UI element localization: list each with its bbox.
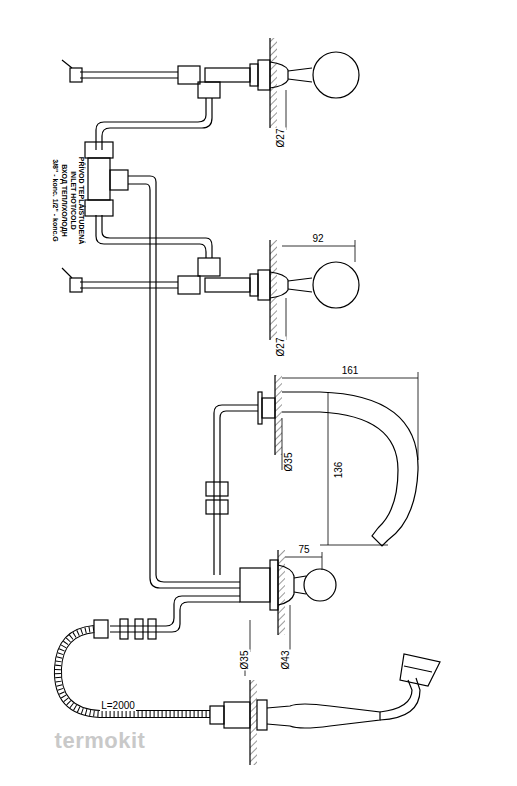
drawing-stroke	[205, 278, 250, 292]
drawing-stroke	[128, 184, 240, 588]
drawing-stroke	[198, 258, 220, 276]
drawing-stroke	[96, 215, 206, 258]
drawing-stroke	[372, 528, 388, 546]
drawing-stroke	[120, 619, 128, 639]
note-text: ВХОД ТЕПЛ/ХОЛОДН	[61, 163, 68, 237]
drawing-stroke	[210, 706, 224, 724]
drawing-stroke	[270, 272, 288, 298]
drawing-stroke	[258, 392, 262, 424]
dimension-text: Ø35	[284, 452, 294, 473]
drawing-stroke	[102, 98, 212, 150]
drawing-stroke	[270, 38, 277, 128]
wall-hatch	[250, 38, 285, 765]
drawing-stroke	[282, 418, 283, 470]
hot-valve	[178, 52, 359, 98]
dimension-text: 136	[334, 461, 344, 480]
drawing-stroke	[250, 64, 258, 86]
drawing-stroke	[262, 398, 275, 418]
drawing-stroke	[286, 298, 287, 340]
dimension-text: 161	[341, 366, 360, 376]
drawing-stroke	[380, 678, 420, 720]
drawing-stroke	[250, 274, 258, 296]
drawing-stroke	[270, 240, 277, 340]
drawing-stroke	[58, 629, 210, 714]
drawing-stroke	[148, 619, 156, 639]
spout	[206, 392, 418, 575]
drawing-stroke	[290, 605, 291, 652]
dimension-text: Ø43	[281, 650, 291, 671]
drawing-stroke	[418, 372, 419, 460]
drawing-stroke	[205, 68, 250, 82]
dimension-text: Ø35	[240, 650, 250, 671]
drawing-stroke	[282, 412, 398, 528]
drawing-stroke	[322, 552, 323, 570]
drawing-stroke	[250, 680, 257, 765]
diverter-valve	[94, 560, 336, 639]
dimension-line	[245, 90, 418, 676]
note-text: PŘÍVOD TEPLÁ/STUDENÁ	[78, 155, 85, 245]
drawing-stroke	[128, 176, 240, 582]
drawing-stroke	[258, 60, 270, 90]
drawing-stroke	[355, 240, 356, 262]
drawing-stroke	[85, 200, 113, 216]
drawing-stroke	[135, 619, 143, 639]
drawing-stroke	[278, 550, 285, 635]
dimension-text: L=2000	[100, 701, 136, 711]
dimension-text: 75	[297, 545, 310, 555]
note-text: 3/8" - konc. 1/2" - konc.G	[52, 158, 59, 243]
drawing-stroke	[250, 620, 251, 652]
drawing-stroke	[400, 654, 440, 686]
drawing-stroke	[70, 278, 82, 292]
inlet-hose	[62, 60, 178, 292]
drawing-stroke	[224, 702, 250, 728]
drawing-stroke	[320, 545, 388, 546]
drawing-stroke	[70, 68, 82, 82]
drawing-stroke	[110, 170, 128, 190]
drawing-stroke	[257, 700, 267, 730]
drawing-stroke	[282, 246, 355, 247]
drawing-stroke	[282, 392, 418, 540]
supply-pipe	[85, 98, 240, 588]
drawing-stroke	[88, 158, 110, 200]
drawing-stroke	[178, 66, 200, 84]
drawing-stroke	[94, 620, 108, 638]
drawing-stroke	[80, 72, 178, 78]
drawing-stroke	[206, 500, 228, 514]
drawing-stroke	[178, 276, 200, 294]
drawing-stroke	[288, 278, 312, 292]
dimension-text: Ø27	[276, 128, 286, 149]
drawing-stroke	[313, 262, 359, 308]
drawing-stroke	[282, 378, 418, 379]
drawing-stroke	[85, 142, 113, 158]
cold-valve	[178, 258, 359, 308]
drawing-stroke	[286, 90, 287, 130]
dimension-text: Ø27	[276, 337, 286, 358]
drawing-stroke	[288, 68, 312, 82]
drawing-stroke	[270, 560, 278, 610]
drawing-stroke	[240, 568, 270, 602]
drawing-stroke	[275, 375, 282, 455]
drawing-stroke	[58, 629, 210, 714]
drawing-stroke	[58, 629, 210, 714]
drawing-stroke	[206, 482, 228, 496]
dimension-text: 92	[311, 234, 324, 244]
drawing-stroke	[313, 52, 359, 98]
watermark: termokit	[54, 730, 147, 752]
drawing-stroke	[258, 270, 270, 300]
drawing-stroke	[270, 62, 288, 88]
drawing-stroke	[102, 215, 212, 258]
shower-hose	[58, 629, 440, 730]
drawing-stroke	[278, 565, 294, 605]
drawing-stroke	[80, 282, 178, 288]
drawing-stroke	[304, 569, 336, 601]
drawing-stroke	[285, 557, 322, 558]
note-text: INLET HOT/COLD	[70, 170, 77, 231]
drawing-stroke	[214, 405, 258, 575]
drawing-stroke	[198, 82, 220, 98]
drawing-stroke	[328, 392, 329, 545]
drawing-stroke	[267, 704, 380, 728]
drawing-stroke	[110, 596, 240, 632]
